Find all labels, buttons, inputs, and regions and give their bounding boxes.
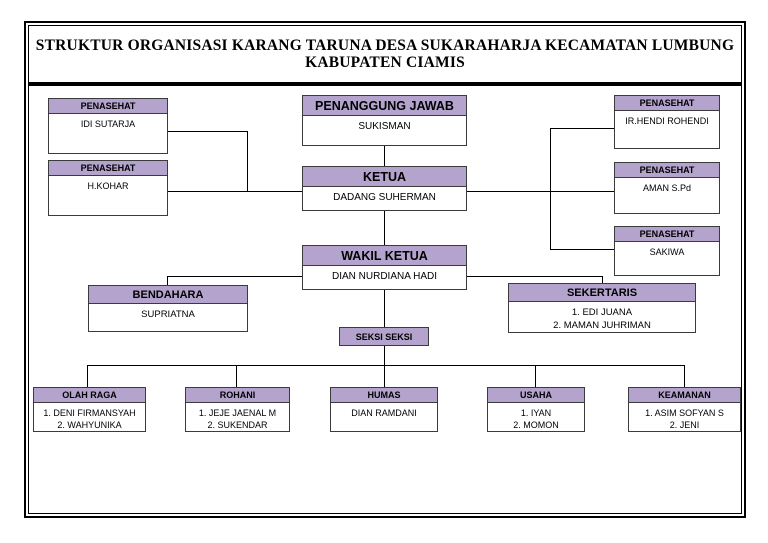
- node-title: PENANGGUNG JAWAB: [303, 96, 466, 116]
- node-title: PENASEHAT: [615, 163, 719, 178]
- node-section-keamanan[interactable]: KEAMANAN 1. ASIM SOFYAN S 2. JENI: [628, 387, 741, 432]
- connector-adv-l1-horizontal: [168, 131, 248, 132]
- node-name: DIAN NURDIANA HADI: [331, 271, 437, 282]
- node-title: PENASEHAT: [49, 99, 167, 114]
- connector-wakil-to-bendahara-vertical: [167, 276, 168, 285]
- node-penasehat-ir-hendi-rohendi[interactable]: PENASEHAT IR.HENDI ROHENDI: [614, 95, 720, 149]
- inner-frame: [28, 25, 742, 514]
- node-members: 1. JEJE JAENAL M 2. SUKENDAR: [198, 408, 277, 430]
- node-ketua[interactable]: KETUA DADANG SUHERMAN: [302, 166, 467, 211]
- connector-wakil-to-sekertaris-vertical: [602, 276, 603, 285]
- node-wakil-ketua[interactable]: WAKIL KETUA DIAN NURDIANA HADI: [302, 245, 467, 290]
- connector-wakil-to-bendahara-horizontal: [167, 276, 302, 277]
- connector-adv-l1-vertical: [247, 131, 248, 191]
- connector-drop-rohani: [236, 365, 237, 387]
- node-name: SAKIWA: [649, 247, 685, 257]
- connector-adv-r2-horizontal: [550, 191, 614, 192]
- node-title: KETUA: [303, 167, 466, 187]
- node-title: PENASEHAT: [49, 161, 167, 176]
- connector-drop-humas: [384, 365, 385, 387]
- node-bendahara[interactable]: BENDAHARA SUPRIATNA: [88, 285, 248, 332]
- connector-ketua-to-wakil: [384, 211, 385, 245]
- connector-sections-bus: [87, 365, 685, 366]
- node-title: USAHA: [488, 388, 584, 403]
- node-name: IR.HENDI ROHENDI: [625, 116, 709, 126]
- connector-wakil-to-sekertaris-horizontal: [467, 276, 603, 277]
- node-seksi-seksi[interactable]: SEKSI SEKSI: [339, 327, 429, 346]
- connector-ketua-to-right-bus: [467, 191, 551, 192]
- node-name: IDI SUTARJA: [80, 119, 136, 129]
- node-title: HUMAS: [331, 388, 437, 403]
- node-title: ROHANI: [186, 388, 289, 403]
- node-name: AMAN S.Pd: [642, 183, 691, 193]
- node-members: 1. DENI FIRMANSYAH 2. WAHYUNIKA: [43, 408, 136, 430]
- chart-title-band: STRUKTUR ORGANISASI KARANG TARUNA DESA S…: [29, 26, 741, 82]
- node-title: PENASEHAT: [615, 96, 719, 111]
- connector-pj-to-ketua: [384, 146, 385, 166]
- chart-title: STRUKTUR ORGANISASI KARANG TARUNA DESA S…: [35, 36, 735, 72]
- node-penasehat-h-kohar[interactable]: PENASEHAT H.KOHAR: [48, 160, 168, 216]
- node-sekertaris[interactable]: SEKERTARIS 1. EDI JUANA 2. MAMAN JUHRIMA…: [508, 283, 696, 333]
- connector-seksi-to-bus: [384, 346, 385, 365]
- connector-drop-keamanan: [684, 365, 685, 387]
- node-members: 1. EDI JUANA 2. MAMAN JUHRIMAN: [553, 307, 651, 331]
- connector-wakil-to-seksi: [384, 290, 385, 327]
- node-title: WAKIL KETUA: [303, 246, 466, 266]
- connector-drop-olah-raga: [87, 365, 88, 387]
- node-section-olah-raga[interactable]: OLAH RAGA 1. DENI FIRMANSYAH 2. WAHYUNIK…: [33, 387, 146, 432]
- node-title: KEAMANAN: [629, 388, 740, 403]
- connector-right-advisors-trunk: [550, 128, 551, 250]
- connector-adv-r3-horizontal: [550, 249, 614, 250]
- node-title: OLAH RAGA: [34, 388, 145, 403]
- node-name: DADANG SUHERMAN: [333, 192, 436, 203]
- node-section-usaha[interactable]: USAHA 1. IYAN 2. MOMON: [487, 387, 585, 432]
- node-name: SUKISMAN: [358, 121, 411, 132]
- node-penanggung-jawab[interactable]: PENANGGUNG JAWAB SUKISMAN: [302, 95, 467, 146]
- node-name: H.KOHAR: [87, 181, 129, 191]
- node-title: BENDAHARA: [89, 286, 247, 304]
- outer-frame: [24, 21, 746, 518]
- node-title: SEKERTARIS: [509, 284, 695, 302]
- node-section-rohani[interactable]: ROHANI 1. JEJE JAENAL M 2. SUKENDAR: [185, 387, 290, 432]
- node-section-humas[interactable]: HUMAS DIAN RAMDANI: [330, 387, 438, 432]
- node-penasehat-idi-sutarja[interactable]: PENASEHAT IDI SUTARJA: [48, 98, 168, 154]
- node-title: PENASEHAT: [615, 227, 719, 242]
- node-penasehat-aman-spd[interactable]: PENASEHAT AMAN S.Pd: [614, 162, 720, 214]
- connector-adv-l2-to-ketua: [168, 191, 302, 192]
- node-members: 1. ASIM SOFYAN S 2. JENI: [645, 408, 724, 430]
- node-members: 1. IYAN 2. MOMON: [513, 408, 559, 430]
- title-divider-rule: [28, 82, 742, 86]
- connector-adv-r1-horizontal: [550, 128, 614, 129]
- node-members: DIAN RAMDANI: [351, 408, 417, 418]
- node-penasehat-sakiwa[interactable]: PENASEHAT SAKIWA: [614, 226, 720, 276]
- node-name: SUPRIATNA: [141, 309, 195, 320]
- connector-drop-usaha: [535, 365, 536, 387]
